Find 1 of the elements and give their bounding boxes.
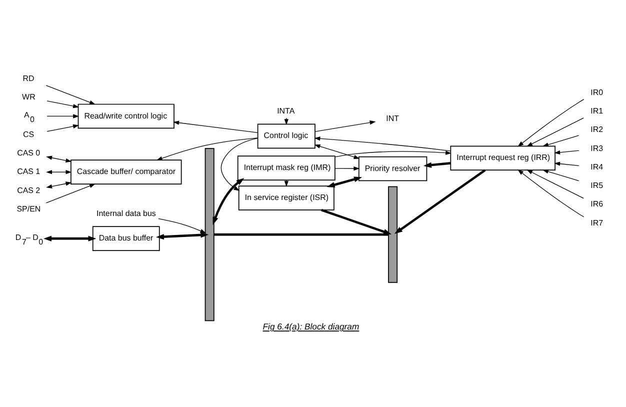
caption: Fig 6.4(a): Block diagram [262,321,360,332]
